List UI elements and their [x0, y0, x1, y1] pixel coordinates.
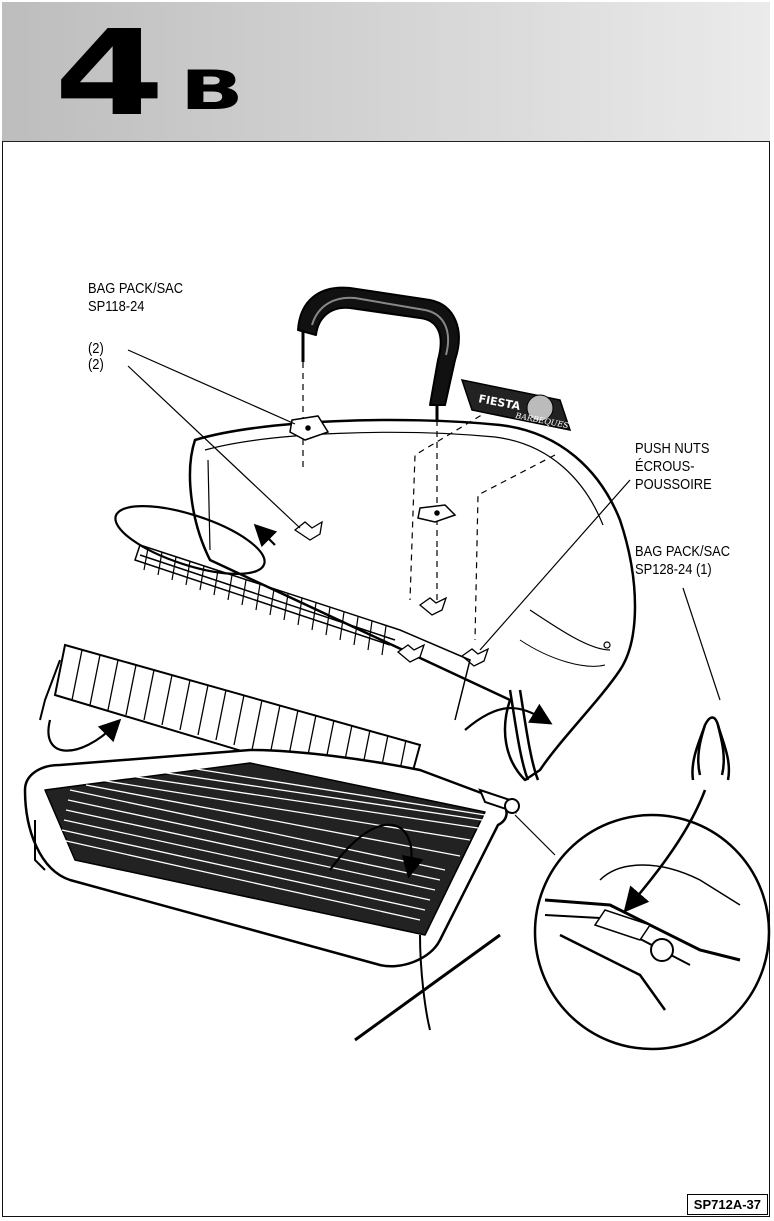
step-number: 4	[54, 4, 165, 142]
lid-handle	[297, 286, 460, 420]
quantity-b-label: (2)	[88, 356, 104, 373]
step-header: 4 B	[2, 2, 770, 142]
document-code: SP712A-37	[686, 1194, 768, 1215]
push-nuts-line2: ÉCROUS-	[635, 458, 695, 475]
hinge-pin	[478, 788, 520, 814]
bag-pack-sp118-line2: SP118-24	[88, 298, 145, 315]
warming-rack	[134, 544, 471, 721]
fiesta-logo-plate: FIESTA BARBEQUES	[460, 379, 572, 431]
push-nuts-line3: POUSSOIRE	[635, 476, 712, 493]
wing-nuts	[293, 520, 490, 667]
grill-lid	[188, 418, 637, 782]
push-nuts-label: PUSH NUTS ÉCROUS- POUSSOIRE	[635, 440, 712, 494]
lid-hinge-leg	[508, 689, 540, 781]
firebox-base	[23, 748, 508, 1042]
step-letter: B	[180, 59, 244, 122]
push-nuts-line1: PUSH NUTS	[635, 440, 710, 457]
label-leader-lines	[127, 349, 721, 701]
bag-pack-sp128-line2: SP128-24 (1)	[635, 561, 712, 578]
detail-callout	[514, 789, 771, 1051]
bag-pack-sp118-line1: BAG PACK/SAC	[88, 280, 184, 297]
rotation-arrow-upper	[114, 505, 278, 575]
retaining-clip	[691, 716, 731, 781]
quantity-a-label: (2)	[88, 340, 104, 357]
alignment-lines	[302, 362, 556, 641]
bag-pack-sp128-line1: BAG PACK/SAC	[635, 543, 731, 560]
placement-arrows	[47, 703, 553, 879]
mounting-plates	[289, 415, 457, 523]
bag-pack-sp128-label: BAG PACK/SAC SP128-24 (1)	[635, 543, 730, 579]
bag-pack-sp118-label: BAG PACK/SAC SP118-24	[88, 280, 183, 316]
